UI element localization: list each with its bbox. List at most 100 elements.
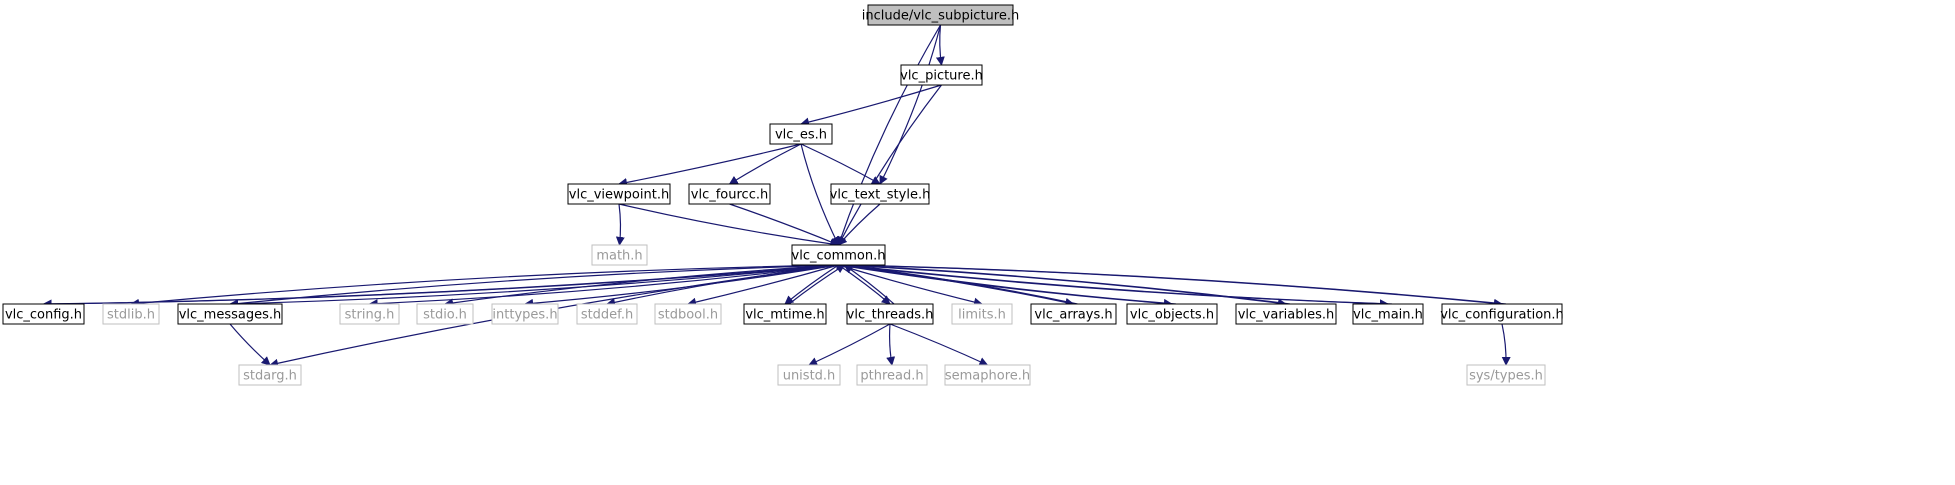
- node-vlc-messages-label: vlc_messages.h: [179, 308, 282, 323]
- node-pthread-label: pthread.h: [860, 369, 923, 384]
- node-stddef-box: [576, 303, 638, 325]
- node-stdio: stdio.h: [416, 303, 474, 325]
- node-vlc-picture[interactable]: vlc_picture.h: [900, 64, 983, 86]
- edge-vlc-common-to-inttypes: [524, 264, 839, 308]
- node-vlc-config[interactable]: vlc_config.h: [2, 303, 85, 325]
- node-stdarg-label: stdarg.h: [243, 369, 297, 384]
- edge-vlc-common-to-stdbool: [687, 264, 839, 307]
- node-vlc-main-box: [1352, 303, 1424, 325]
- node-vlc-picture-label: vlc_picture.h: [900, 69, 983, 84]
- node-semaphore-box: [944, 364, 1031, 386]
- node-vlc-arrays[interactable]: vlc_arrays.h: [1030, 303, 1117, 325]
- node-stdbool-label: stdbool.h: [658, 308, 718, 323]
- node-vlc-subpicture[interactable]: include/vlc_subpicture.h: [862, 4, 1019, 26]
- edge-vlc-viewpoint-to-math: [615, 203, 625, 246]
- node-stddef: stddef.h: [576, 303, 638, 325]
- edge-vlc-common-to-string: [368, 264, 839, 309]
- node-vlc-arrays-label: vlc_arrays.h: [1034, 308, 1112, 323]
- node-vlc-configuration[interactable]: vlc_configuration.h: [1440, 303, 1564, 325]
- node-unistd: unistd.h: [777, 364, 841, 386]
- node-semaphore-label: semaphore.h: [945, 369, 1030, 384]
- edge-vlc-variables-to-vlc-common: [843, 260, 1291, 305]
- nodes-layer: include/vlc_subpicture.h vlc_picture.hvlc…: [2, 4, 1564, 386]
- node-vlc-viewpoint[interactable]: vlc_viewpoint.h: [567, 183, 671, 205]
- edge-vlc-subpicture-to-vlc-common: [836, 24, 942, 246]
- node-vlc-fourcc-box: [688, 183, 771, 205]
- node-vlc-variables[interactable]: vlc_variables.h: [1235, 303, 1337, 325]
- node-vlc-es-label: vlc_es.h: [775, 128, 827, 143]
- node-vlc-picture-box: [900, 64, 983, 86]
- edge-vlc-threads-to-semaphore: [889, 323, 989, 366]
- node-vlc-viewpoint-label: vlc_viewpoint.h: [569, 188, 669, 203]
- node-vlc-es[interactable]: vlc_es.h: [769, 123, 833, 145]
- edge-vlc-common-to-limits: [838, 264, 983, 307]
- node-vlc-common-label: vlc_common.h: [792, 249, 886, 264]
- edge-vlc-configuration-to-sys-types: [1501, 323, 1511, 366]
- node-vlc-subpicture-label: include/vlc_subpicture.h: [862, 9, 1019, 24]
- edge-vlc-subpicture-to-vlc-picture: [935, 24, 945, 66]
- node-semaphore: semaphore.h: [944, 364, 1031, 386]
- node-vlc-objects[interactable]: vlc_objects.h: [1126, 303, 1218, 325]
- edge-vlc-es-to-vlc-viewpoint: [618, 143, 802, 187]
- node-vlc-objects-label: vlc_objects.h: [1130, 308, 1214, 323]
- node-vlc-main[interactable]: vlc_main.h: [1352, 303, 1424, 325]
- edge-vlc-config-to-vlc-common: [47, 261, 846, 305]
- node-stdarg: stdarg.h: [238, 364, 302, 386]
- edge-vlc-threads-to-pthread: [886, 323, 896, 366]
- node-vlc-configuration-box: [1441, 303, 1563, 325]
- node-vlc-threads[interactable]: vlc_threads.h: [846, 303, 934, 325]
- node-vlc-messages[interactable]: vlc_messages.h: [177, 303, 283, 325]
- node-vlc-text-style[interactable]: vlc_text_style.h: [830, 183, 931, 205]
- node-sys-types: sys/types.h: [1466, 364, 1546, 386]
- node-vlc-variables-label: vlc_variables.h: [1238, 308, 1335, 323]
- node-string-label: string.h: [345, 308, 395, 323]
- node-math-label: math.h: [596, 249, 642, 264]
- node-vlc-mtime-label: vlc_mtime.h: [745, 308, 824, 323]
- node-vlc-threads-label: vlc_threads.h: [847, 308, 934, 323]
- node-limits: limits.h: [951, 303, 1013, 325]
- edge-vlc-viewpoint-to-vlc-common: [618, 203, 840, 249]
- node-vlc-text-style-label: vlc_text_style.h: [830, 188, 931, 203]
- node-vlc-subpicture-box: [867, 4, 1014, 26]
- edge-vlc-main-to-vlc-common: [843, 261, 1393, 305]
- node-vlc-fourcc[interactable]: vlc_fourcc.h: [688, 183, 771, 205]
- node-vlc-viewpoint-box: [567, 183, 671, 205]
- node-inttypes: inttypes.h: [491, 303, 559, 325]
- node-vlc-common[interactable]: vlc_common.h: [791, 244, 886, 266]
- edge-vlc-es-to-vlc-fourcc: [728, 143, 802, 185]
- node-stdio-label: stdio.h: [423, 308, 467, 323]
- node-pthread: pthread.h: [856, 364, 928, 386]
- edge-vlc-common-to-vlc-config: [42, 264, 839, 309]
- node-vlc-objects-box: [1126, 303, 1218, 325]
- node-vlc-fourcc-label: vlc_fourcc.h: [691, 188, 768, 203]
- node-stdarg-box: [238, 364, 302, 386]
- node-string-box: [339, 303, 400, 325]
- edges-layer: [42, 24, 1511, 368]
- node-vlc-mtime[interactable]: vlc_mtime.h: [743, 303, 827, 325]
- edge-vlc-messages-to-stdarg: [229, 323, 271, 366]
- node-unistd-label: unistd.h: [783, 369, 836, 384]
- edge-vlc-configuration-to-vlc-common: [843, 260, 1507, 305]
- node-inttypes-label: inttypes.h: [492, 308, 557, 323]
- node-vlc-messages-box: [177, 303, 283, 325]
- node-stdlib: stdlib.h: [102, 303, 160, 325]
- node-stdbool: stdbool.h: [654, 303, 722, 325]
- node-stdbool-box: [654, 303, 722, 325]
- node-sys-types-box: [1466, 364, 1546, 386]
- edge-vlc-common-to-vlc-mtime: [784, 264, 839, 305]
- node-vlc-es-box: [769, 123, 833, 145]
- edge-vlc-text-style-to-vlc-common: [837, 203, 881, 246]
- edge-vlc-picture-to-vlc-common: [837, 84, 942, 246]
- node-stdio-box: [416, 303, 474, 325]
- node-sys-types-label: sys/types.h: [1469, 369, 1543, 384]
- node-stdlib-box: [102, 303, 160, 325]
- node-vlc-common-box: [791, 244, 886, 266]
- edge-vlc-mtime-to-vlc-common: [788, 264, 846, 305]
- edge-vlc-common-to-stddef: [606, 264, 839, 307]
- edge-vlc-subpicture-to-vlc-text-style: [879, 24, 942, 185]
- edge-vlc-messages-to-vlc-common: [233, 260, 846, 305]
- edge-vlc-picture-to-vlc-es: [800, 84, 942, 127]
- edge-vlc-es-to-vlc-common: [800, 143, 840, 246]
- node-string: string.h: [339, 303, 400, 325]
